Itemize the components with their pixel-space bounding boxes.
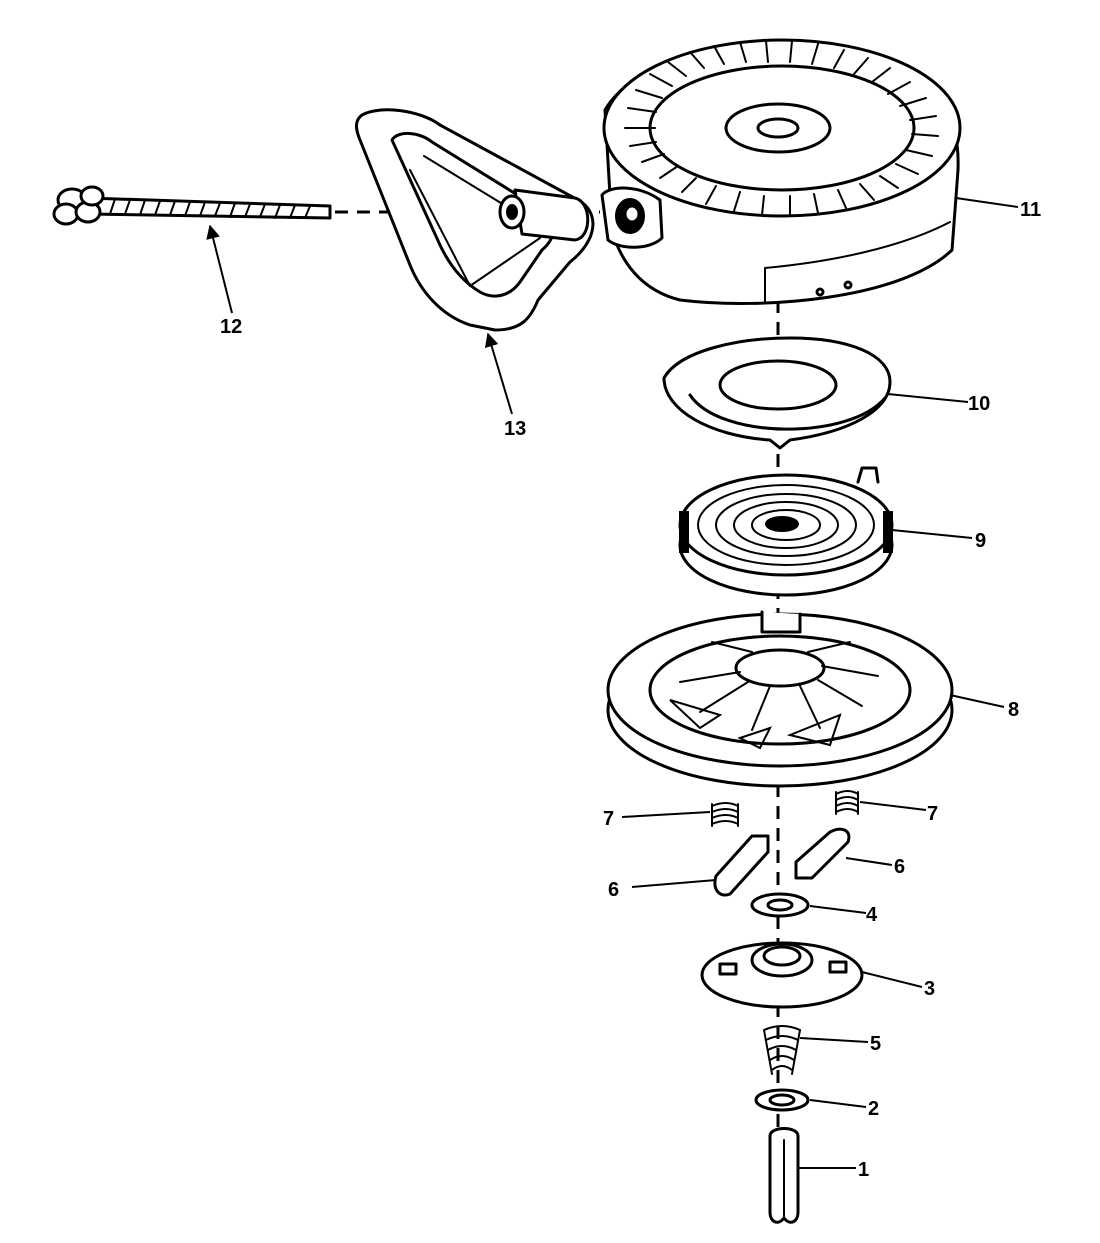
callout-1: 1: [858, 1159, 869, 1181]
callout-3: 3: [924, 978, 935, 1000]
pawl-spring-part-left: [711, 802, 739, 827]
brake-spring-part: [763, 1025, 801, 1075]
pawl-part-right: [794, 827, 851, 880]
callout-8: 8: [1008, 699, 1019, 721]
callout-6-right: 6: [894, 856, 905, 878]
starter-housing-part: [600, 38, 962, 305]
pawl-spring-part-right: [835, 790, 859, 815]
pawl-retainer-part: [700, 941, 864, 1009]
callout-9: 9: [975, 530, 986, 552]
housing-vent-slots: [624, 40, 939, 216]
callout-10: 10: [968, 393, 990, 415]
flat-washer-plate-part: [662, 336, 892, 450]
washer-part-4: [750, 892, 810, 918]
callout-12: 12: [220, 316, 242, 338]
starter-pulley-part: [606, 610, 954, 788]
callout-4: 4: [866, 904, 878, 926]
rewind-spring-part: [678, 466, 894, 597]
starter-handle-part: [355, 108, 595, 332]
starter-rope-part: [52, 185, 332, 226]
callout-13: 13: [504, 418, 526, 440]
callout-6-left: 6: [608, 879, 619, 901]
leader-lines: [206, 197, 1019, 1169]
callout-2: 2: [868, 1098, 879, 1120]
retainer-pin-part: [768, 1127, 800, 1224]
callout-5: 5: [870, 1033, 881, 1055]
callout-7-right: 7: [927, 803, 938, 825]
callout-11: 11: [1020, 199, 1041, 221]
washer-part-2: [754, 1088, 810, 1112]
callout-7-left: 7: [603, 808, 614, 830]
pawl-part-left: [713, 834, 770, 897]
